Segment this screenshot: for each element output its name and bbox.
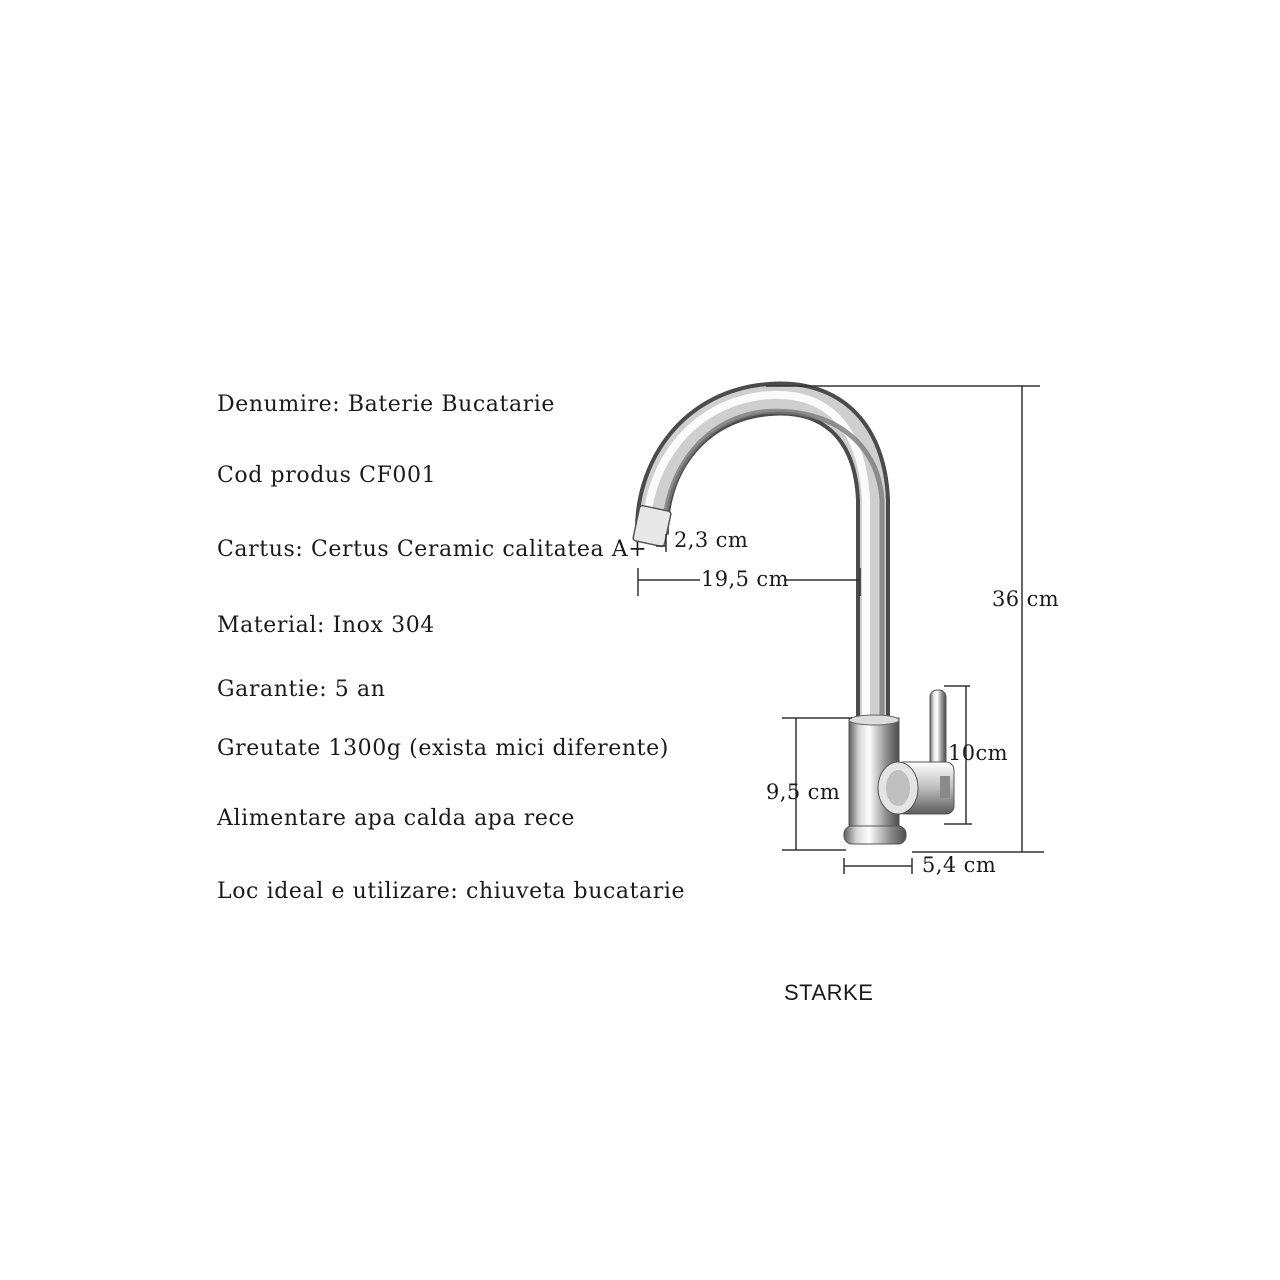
spec-warranty: Garantie: 5 an	[217, 677, 386, 702]
spec-weight: Greutate 1300g (exista mici diferente)	[217, 736, 669, 761]
dim-reach: 19,5 cm	[701, 567, 789, 591]
spec-name: Denumire: Baterie Bucatarie	[217, 392, 556, 417]
dim-body-height: 9,5 cm	[766, 780, 841, 804]
dim-total-height: 36 cm	[992, 587, 1060, 611]
dim-handle-height: 10cm	[948, 741, 1008, 765]
brand-name: STARKE	[784, 980, 874, 1005]
dim-base-width: 5,4 cm	[922, 853, 997, 877]
faucet-base	[843, 825, 907, 845]
faucet-spout	[632, 381, 890, 720]
faucet-handle	[877, 689, 955, 815]
dimension-lines	[637, 385, 1044, 874]
spec-cartridge: Cartus: Certus Ceramic calitatea A+	[217, 537, 648, 562]
dim-spout-diameter: 2,3 cm	[674, 528, 749, 552]
spec-product-code: Cod produs CF001	[217, 463, 437, 488]
spec-usage: Loc ideal e utilizare: chiuveta bucatari…	[217, 879, 686, 904]
spec-material: Material: Inox 304	[217, 613, 435, 638]
spec-supply: Alimentare apa calda apa rece	[217, 806, 576, 831]
